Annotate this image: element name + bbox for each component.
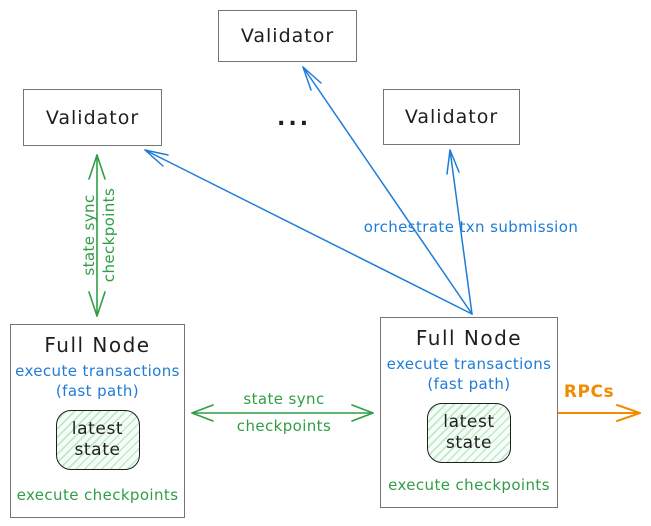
full-node-right-footer: execute checkpoints bbox=[388, 476, 550, 494]
full-node-left-title: Full Node bbox=[44, 333, 151, 357]
full-node-right-blue-line2: (fast path) bbox=[427, 375, 511, 393]
validator-left-label: Validator bbox=[45, 106, 140, 129]
orchestrate-txn-submission-label: orchestrate txn submission bbox=[363, 218, 579, 236]
full-node-left-box: Full Node execute transactions (fast pat… bbox=[10, 324, 185, 518]
latest-state-line2: state bbox=[445, 433, 493, 453]
full-node-right-blue-line1: execute transactions bbox=[386, 355, 552, 373]
full-node-right-title: Full Node bbox=[415, 326, 523, 350]
latest-state-line2: state bbox=[74, 440, 121, 460]
full-node-right-fastpath: execute transactions (fast path) bbox=[387, 354, 552, 394]
validator-right-label: Validator bbox=[404, 106, 499, 128]
state-sync-left-label-line1: state sync bbox=[80, 194, 98, 276]
latest-state-line1: latest bbox=[71, 419, 124, 439]
state-sync-middle-label-line2: checkpoints bbox=[236, 417, 332, 435]
validator-top-label: Validator bbox=[240, 25, 335, 47]
validator-right-box: Validator bbox=[383, 89, 520, 145]
state-sync-middle-label-line1: state sync bbox=[243, 390, 325, 408]
full-node-left-latest-state-box: latest state bbox=[55, 410, 140, 470]
state-sync-left-label-line2: checkpoints bbox=[100, 187, 118, 283]
rpcs-arrow bbox=[556, 404, 641, 422]
full-node-left-blue-line1: execute transactions bbox=[15, 362, 180, 380]
validator-left-box: Validator bbox=[23, 89, 162, 146]
full-node-right-box: Full Node execute transactions (fast pat… bbox=[380, 317, 558, 508]
full-node-left-blue-line2: (fast path) bbox=[55, 382, 140, 400]
full-node-right-latest-state-box: latest state bbox=[427, 403, 511, 463]
latest-state-line1: latest bbox=[443, 412, 495, 432]
full-node-left-footer: execute checkpoints bbox=[16, 486, 179, 504]
rpcs-label: RPCs bbox=[563, 382, 615, 402]
full-node-left-fastpath: execute transactions (fast path) bbox=[15, 361, 180, 401]
validator-top-box: Validator bbox=[218, 10, 357, 62]
validators-ellipsis: ... bbox=[277, 106, 312, 131]
